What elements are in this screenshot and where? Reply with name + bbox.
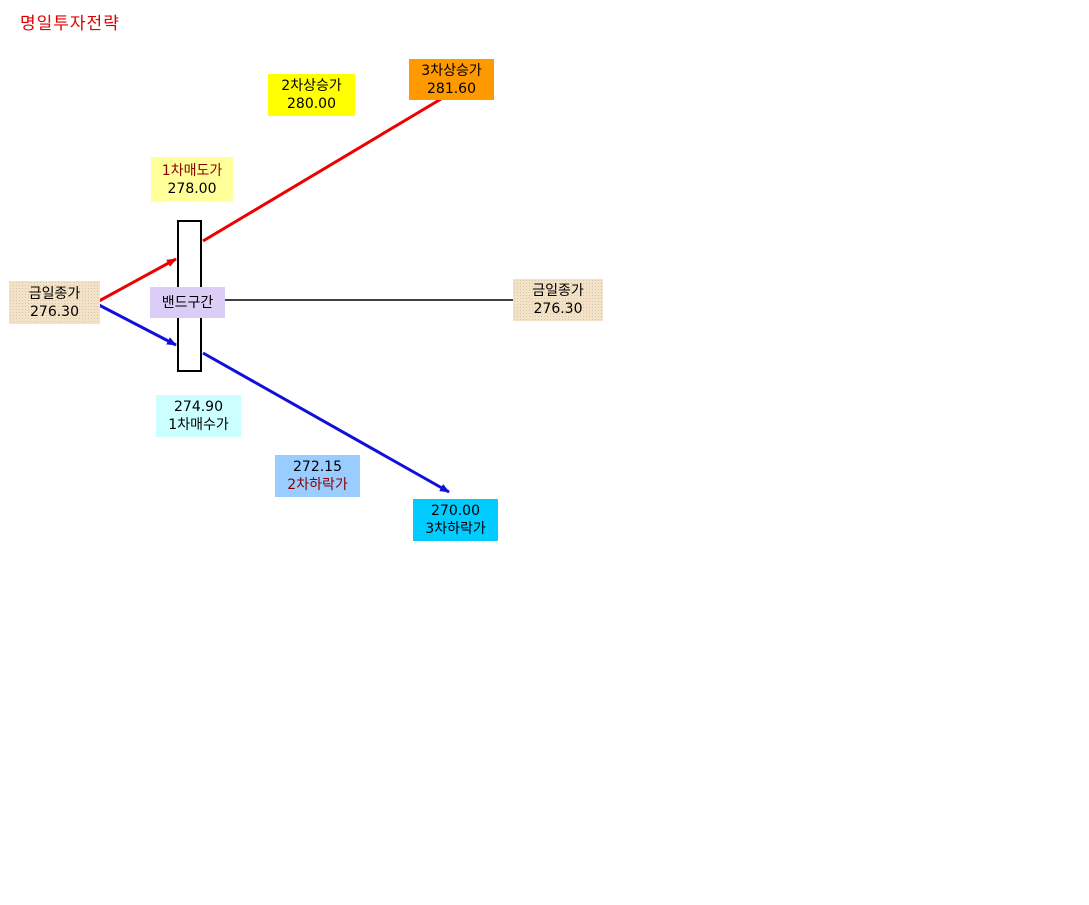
band-label: 밴드구간 bbox=[161, 294, 214, 311]
today-close-right-value: 276.30 bbox=[533, 301, 583, 317]
fall-2-label: 2차하락가 bbox=[287, 477, 348, 493]
up-arrow-to-band bbox=[98, 257, 177, 303]
band-label-box: 밴드구간 bbox=[150, 287, 225, 318]
fall-2-value: 272.15 bbox=[293, 459, 342, 475]
up-trend-line bbox=[202, 97, 442, 243]
today-close-right-label: 금일종가 bbox=[532, 283, 584, 299]
buy-1-value: 274.90 bbox=[174, 399, 223, 415]
rise-2-value: 280.00 bbox=[287, 96, 336, 112]
today-close-left-box: 금일종가 276.30 bbox=[9, 281, 100, 324]
buy-1-box: 274.90 1차매수가 bbox=[156, 395, 241, 437]
rise-2-box: 2차상승가 280.00 bbox=[268, 74, 355, 116]
down-trend-line bbox=[202, 351, 450, 494]
fall-3-value: 270.00 bbox=[431, 503, 480, 519]
rise-3-value: 281.60 bbox=[427, 80, 476, 97]
down-arrow-to-band bbox=[98, 303, 177, 347]
sell-1-box: 1차매도가 278.00 bbox=[151, 157, 233, 202]
rise-3-label: 3차상승가 bbox=[421, 62, 482, 79]
fall-3-label: 3차하락가 bbox=[425, 521, 486, 537]
today-close-right-box: 금일종가 276.30 bbox=[513, 279, 603, 321]
sell-1-label: 1차매도가 bbox=[161, 162, 223, 179]
rise-2-label: 2차상승가 bbox=[281, 78, 342, 94]
today-close-left-label: 금일종가 bbox=[28, 285, 81, 302]
page-title: 명일투자전략 bbox=[20, 14, 120, 34]
fall-3-box: 270.00 3차하락가 bbox=[413, 499, 498, 541]
today-close-left-value: 276.30 bbox=[30, 303, 79, 320]
buy-1-label: 1차매수가 bbox=[168, 417, 229, 433]
rise-3-box: 3차상승가 281.60 bbox=[409, 59, 494, 100]
fall-2-box: 272.15 2차하락가 bbox=[275, 455, 360, 497]
sell-1-value: 278.00 bbox=[167, 180, 217, 197]
